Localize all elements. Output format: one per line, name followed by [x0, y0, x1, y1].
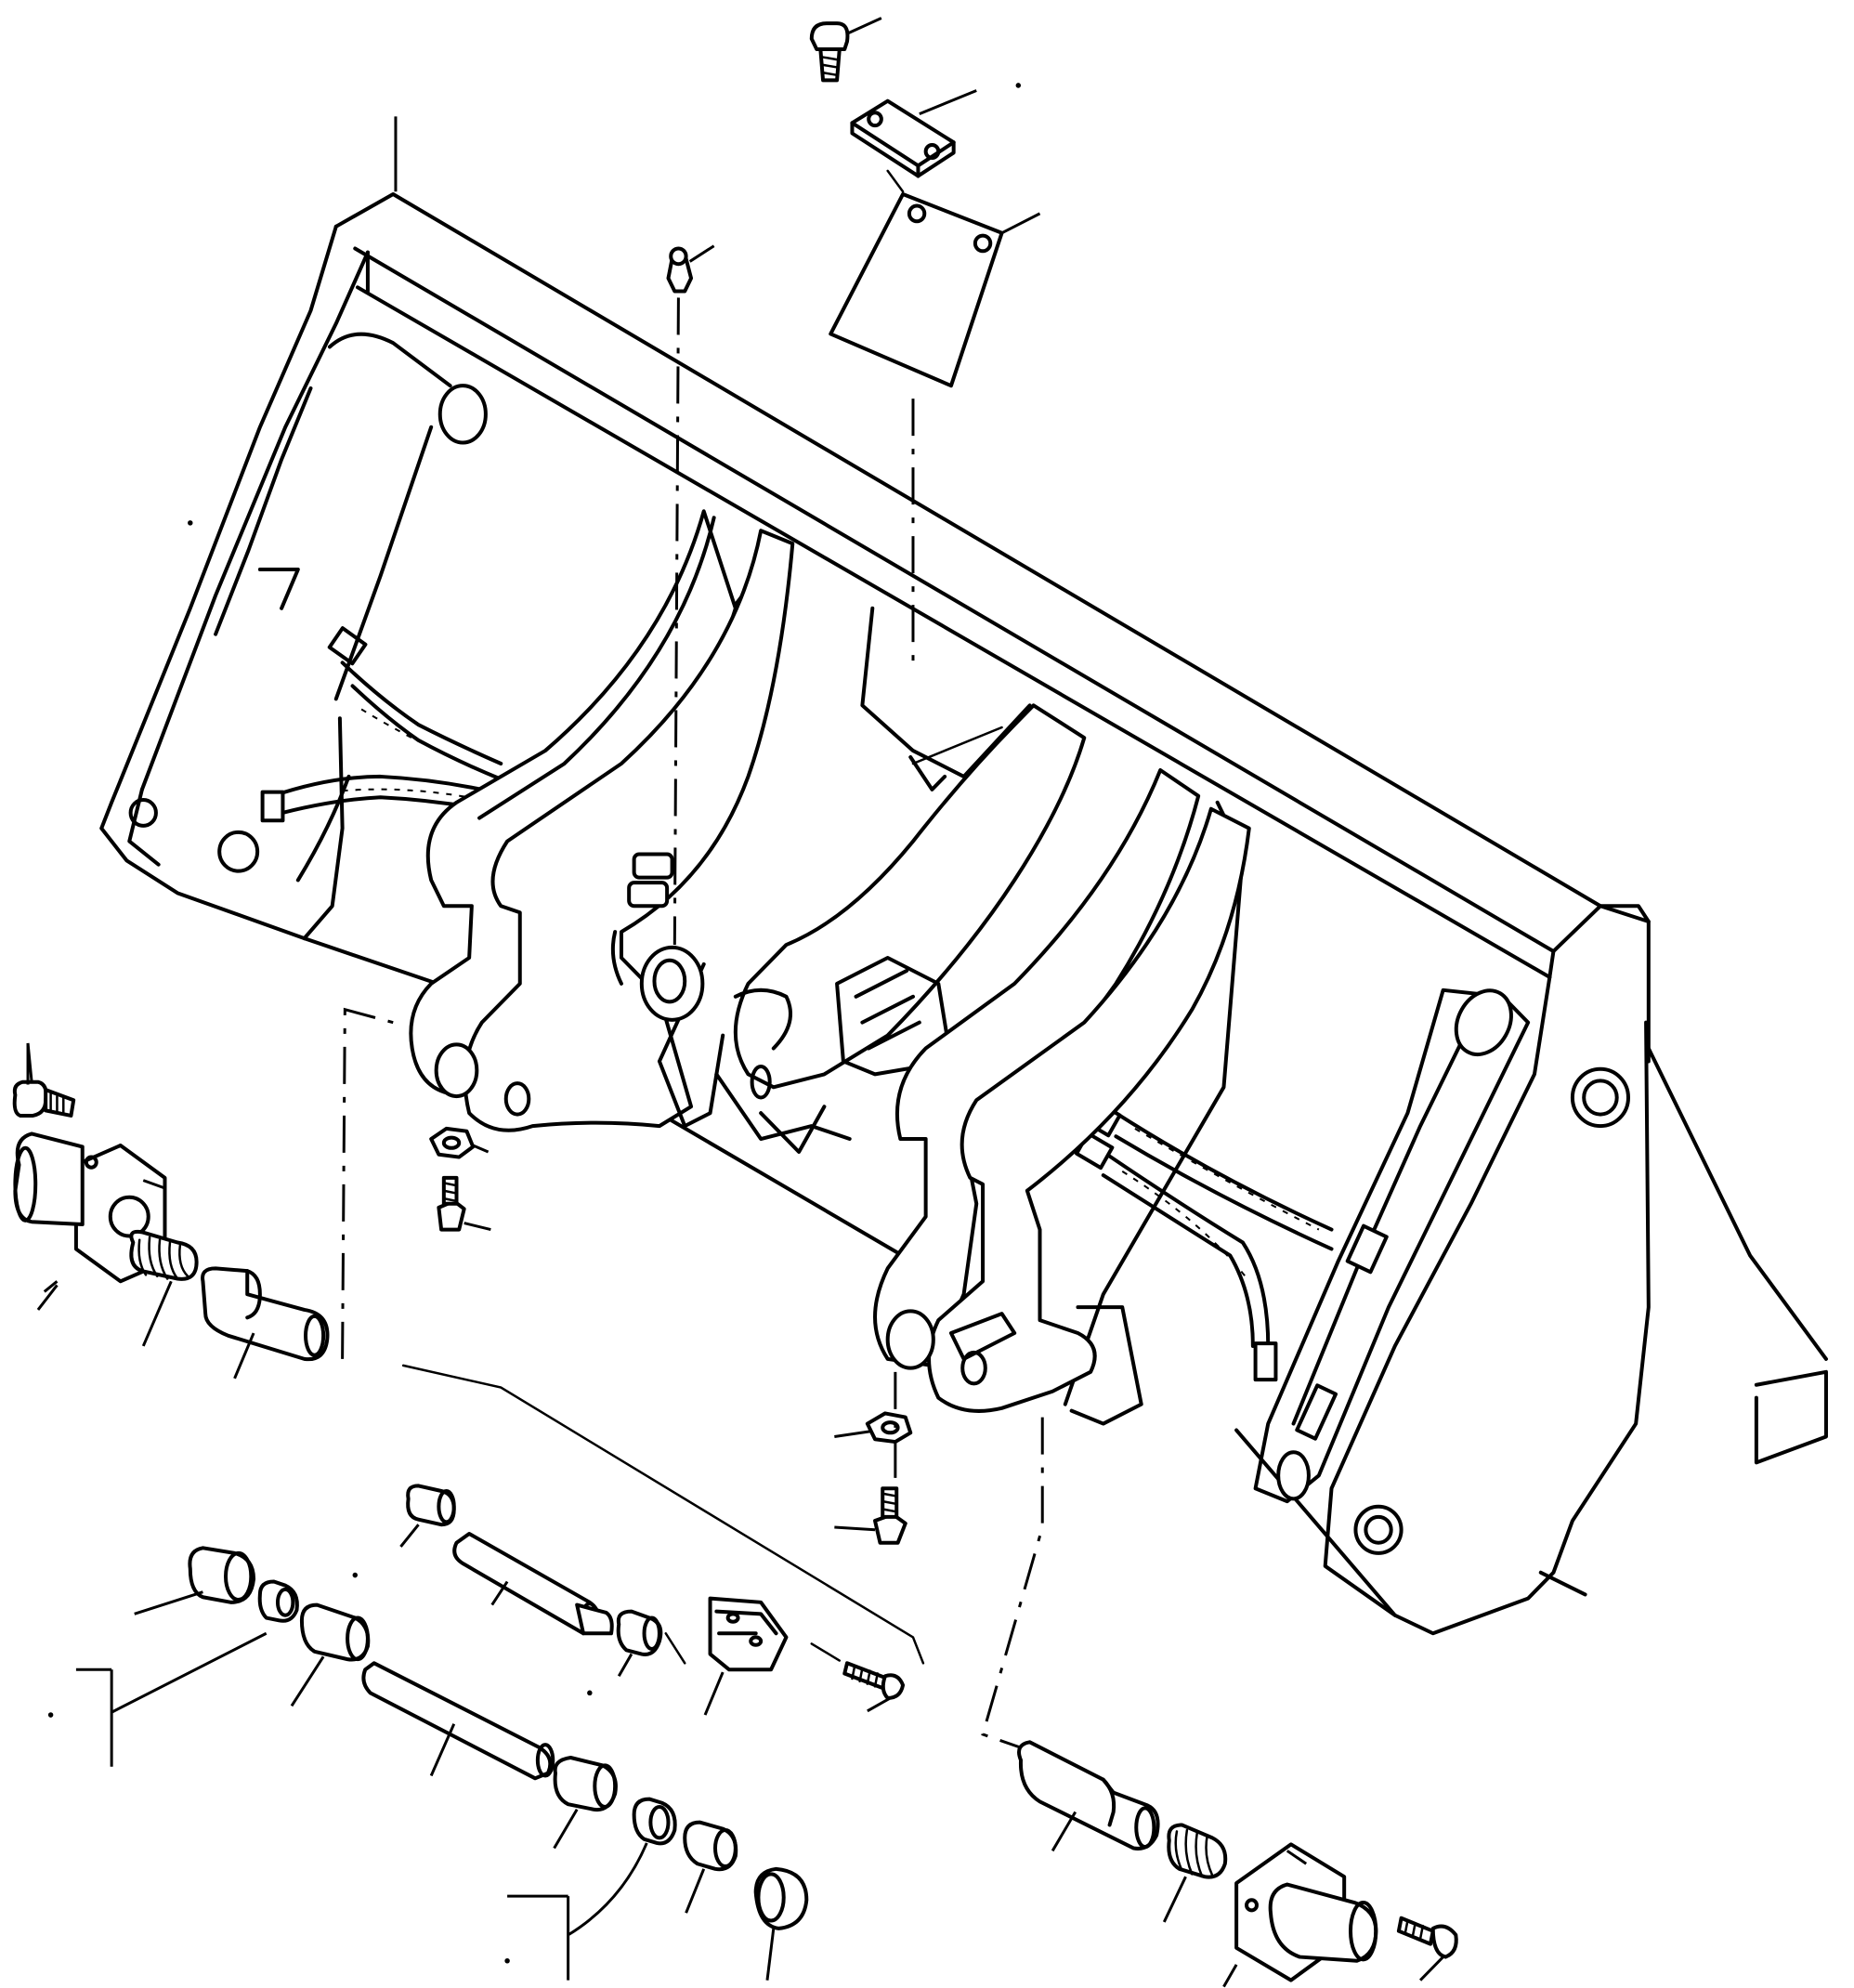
center-fasteners — [431, 1129, 910, 1543]
mounting-bracket-right-pair — [875, 770, 1249, 1411]
right-pin-assembly — [983, 1418, 1456, 1987]
left-pin-assembly — [15, 1010, 394, 1379]
bucket-assembly — [101, 194, 1826, 1633]
mounting-bracket-left-pair — [411, 511, 792, 1130]
center-link-pin-assembly — [400, 1366, 922, 1715]
top-plate-hardware — [812, 19, 1040, 674]
callout-leaders — [28, 83, 1022, 1964]
mounting-bracket-center-pair — [613, 705, 1084, 1152]
grease-fitting — [668, 246, 713, 945]
lower-pin-stack — [76, 1548, 806, 1980]
